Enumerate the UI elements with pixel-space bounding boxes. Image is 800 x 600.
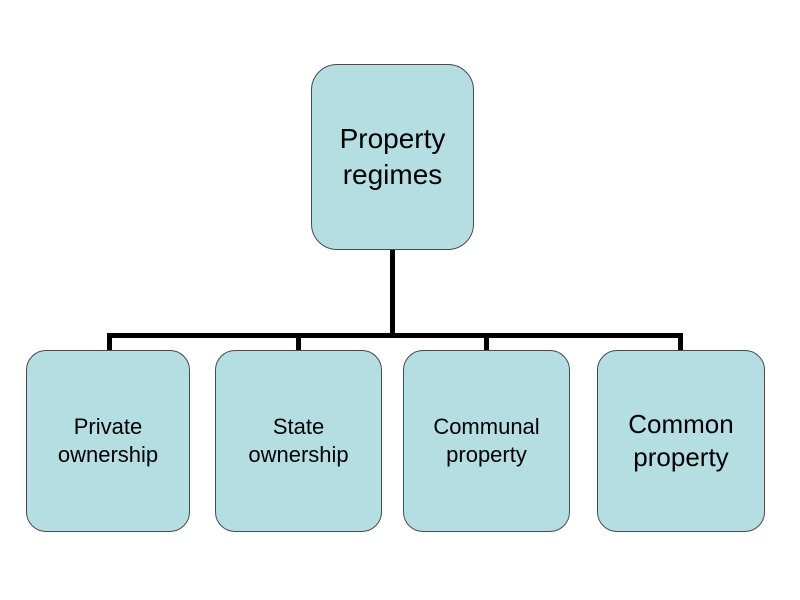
node-private-ownership: Private ownership [26, 350, 190, 532]
node-common-property: Common property [597, 350, 765, 532]
connector-drop-common-property [678, 333, 683, 353]
connector-drop-communal-property [484, 333, 489, 353]
node-state-ownership: State ownership [215, 350, 382, 532]
connector-drop-state-ownership [296, 333, 301, 353]
connector-drop-private-ownership [107, 333, 112, 353]
node-communal-property: Communal property [403, 350, 570, 532]
connector-horizontal-bus [107, 333, 683, 338]
connector-stem-root [390, 249, 395, 338]
node-property-regimes: Property regimes [311, 64, 474, 250]
